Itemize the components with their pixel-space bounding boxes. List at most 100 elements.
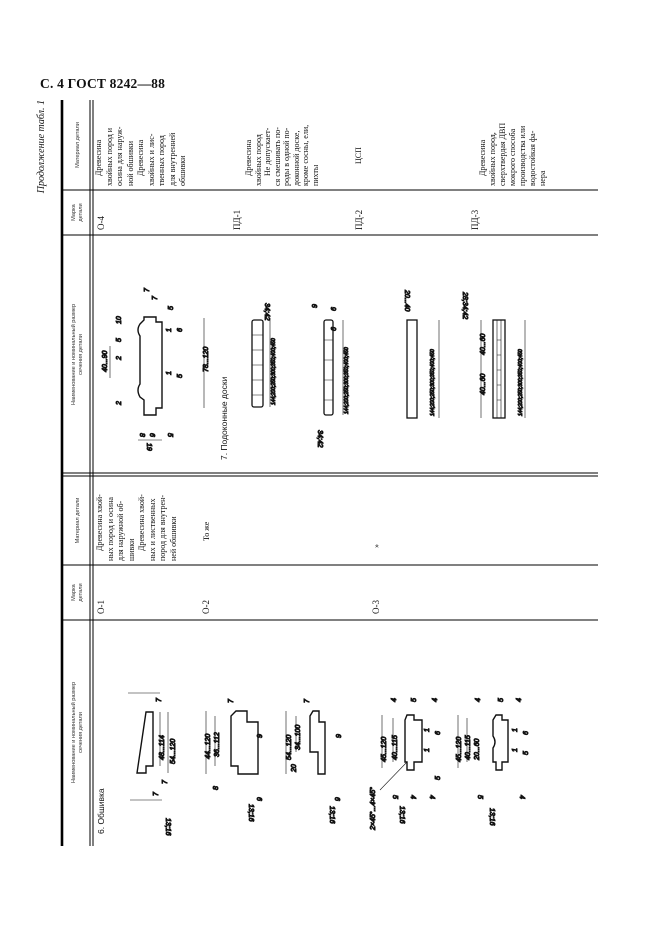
material-line: хвойных пород, [488, 132, 497, 186]
dimension-label: 13;16 [328, 806, 335, 824]
header-text: сечения детали [78, 712, 84, 753]
dimension-label: 5 [411, 698, 418, 702]
dimension-label: 2×45°...4×45° [369, 787, 377, 831]
section-title-podokonnye: 7. Подоконные доски [219, 376, 229, 460]
dimension-label: 1 [166, 371, 173, 375]
dimension-label: 4 [518, 795, 525, 799]
material-line: хвойных пород [253, 134, 263, 186]
dimension-label: 4 [475, 698, 482, 702]
dimension-label: 144;200;250;300;350;400;450 [430, 349, 436, 416]
mark-pd1: ПД-1 [232, 209, 242, 230]
dimension-label: 144;200;250;300;350;400;450 [271, 338, 277, 405]
dimension-label: 1 [166, 328, 173, 332]
dimension-label: 5 [391, 795, 398, 799]
dimension-label: 13;16 [398, 806, 405, 824]
material-line: ных пород и осина [105, 497, 115, 561]
dimension-label: 34;42 [316, 430, 323, 448]
leader-line [379, 761, 408, 791]
profile-o2b [309, 710, 326, 775]
material-line: кроме сосны, ели, [301, 124, 310, 186]
dimension-label: 19 [145, 443, 152, 451]
dimension-label: 1 [512, 748, 519, 752]
dimension-label: 9 [312, 304, 319, 308]
profile-o1 [136, 711, 154, 774]
dimension-label: 36...112 [214, 732, 221, 757]
material-pd1: Древесина хвойных пород Не допускает- ся… [244, 102, 320, 186]
dimension-label: 6 [331, 307, 338, 311]
profile-o3a [404, 714, 423, 771]
hatching [252, 334, 263, 396]
profile-o2a [230, 710, 259, 775]
continuation-label: Продолжение табл. 1 [36, 100, 47, 194]
dimension-label: 13;16 [164, 818, 171, 836]
dimension-label: 7 [228, 698, 235, 703]
dimension-label: 7 [162, 779, 169, 784]
dimension-label: 2 [116, 356, 123, 361]
section-title-obshivka: 6. Обшивка [96, 788, 106, 834]
material-line: пород для внутрен- [158, 494, 167, 561]
header-text: Наименование и номинальный размер [71, 681, 77, 784]
dimension-label: 8 [213, 786, 220, 790]
material-line: Древесина [94, 139, 103, 176]
dimension-label: 78...120 [203, 347, 210, 372]
material-line: хвойных и лис- [146, 133, 156, 186]
header-material-left: Материал детали [74, 497, 81, 544]
material-line: Древесина [244, 139, 253, 176]
header-text: детали [78, 583, 84, 602]
dimension-label: 2 [116, 401, 123, 406]
material-line: ся смешивать по- [272, 127, 282, 186]
material-line: мокрого способа [508, 128, 517, 186]
dimension-label: 48...114 [159, 735, 166, 760]
drawing-pd2: 20...40 144;200;250;300;350;400;450 [403, 289, 440, 419]
mark-o1: О-1 [96, 600, 106, 614]
drawing-o3a: 4 5 4 45...120 40...115 1 6 1 5 5 4 4 2×… [369, 698, 443, 832]
dimension-label: 54...120 [286, 735, 293, 760]
dimension-label: 13;16 [488, 808, 495, 826]
material-line: Древесина хвой- [137, 494, 146, 551]
dimension-label: 5 [498, 698, 505, 702]
page-title: С. 4 ГОСТ 8242—88 [40, 76, 166, 91]
dimension-label: 13;16 [247, 804, 254, 822]
material-line: для наружной об- [116, 500, 125, 561]
material-line: ной обшивки [125, 140, 135, 186]
material-line: для внутренней [167, 132, 177, 186]
dimension-label: 1 [424, 748, 431, 752]
dimension-label: 20...40 [403, 289, 410, 312]
profile-pd2 [406, 319, 418, 419]
material-line: обшивки [178, 155, 187, 186]
drawing-o1: 7 48...114 54...120 7 7 13;16 [128, 692, 178, 836]
dimension-label: 34;42 [263, 303, 270, 321]
dimension-label: 6 [523, 731, 530, 735]
dimension-label: 28;34;42 [461, 291, 468, 319]
drawing-o4: 7 7 5 10 5 2 40...90 2 1 6 1 5 78...120 … [102, 287, 211, 452]
profile-pd1b [323, 319, 334, 416]
material-line: производства или [518, 125, 527, 186]
dimension-label: 20...60 [474, 738, 481, 761]
drawing-o3b: 4 5 4 45...120 40...115 20...60 1 6 1 5 … [456, 698, 531, 827]
drawing-o2a: 7 44...120 36...112 9 8 6 13;16 [205, 698, 265, 823]
header-text: Марка [71, 584, 77, 601]
profile-pd1a [251, 319, 264, 408]
dimension-label: 6 [255, 797, 262, 801]
header-text: Марка [71, 204, 77, 221]
mark-o4: О-4 [96, 216, 106, 230]
dimension-label: 5 [166, 433, 173, 437]
dimension-label: 6 [148, 433, 155, 437]
dimension-label: 7 [153, 791, 160, 796]
dimension-label: 40...90 [102, 350, 109, 372]
material-line: осина для наруж- [115, 126, 124, 186]
material-o3: » [372, 544, 381, 548]
material-line: Древесина [136, 139, 145, 176]
dimension-label: 7 [144, 287, 151, 292]
drawing-o2b: 7 54...120 34...100 20 9 6 13;16 [286, 698, 344, 825]
dimension-label: 5 [523, 751, 530, 755]
dimension-label: 4 [428, 795, 435, 799]
dimension-label: 144;200;250;300;350;400;450 [518, 349, 524, 416]
hatching [324, 339, 333, 401]
dimension-label: 5 [168, 306, 175, 310]
